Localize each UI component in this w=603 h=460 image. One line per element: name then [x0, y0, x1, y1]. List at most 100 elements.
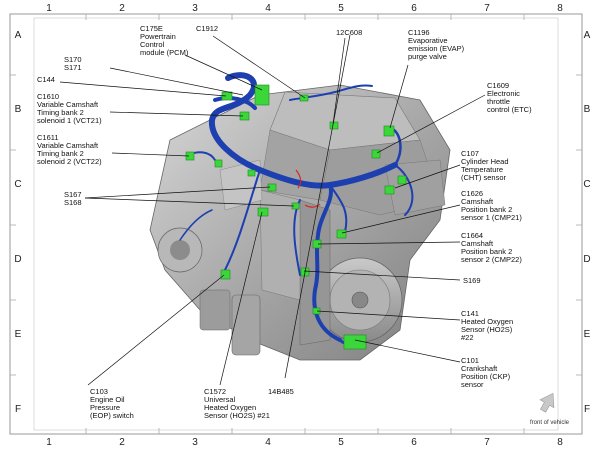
col-label-top: 2: [119, 3, 125, 14]
label-line: purge valve: [408, 52, 447, 61]
label-line: Sensor (HO2S): [461, 325, 513, 334]
grid-ticks: [10, 14, 582, 434]
label-line: C1611: [37, 133, 59, 142]
row-label-right: A: [584, 30, 591, 41]
label-line: Timing bank 2: [37, 149, 84, 158]
leader-lines: [59, 34, 486, 386]
label-line: Powertrain: [140, 32, 176, 41]
connector-cht[interactable]: [384, 185, 395, 195]
label-line: Evaporative: [408, 36, 448, 45]
label-line: C107: [461, 149, 479, 158]
label-line: Heated Oxygen: [204, 403, 256, 412]
callout-cht: C107 Cylinder Head Temperature (CHT) sen…: [461, 149, 509, 182]
callout-etc: C1609 Electronic throttle control (ETC): [487, 81, 532, 114]
label-line: Control: [140, 40, 165, 49]
callout-evap: C1196 Evaporative emission (EVAP) purge …: [408, 28, 465, 61]
label-line: module (PCM): [140, 48, 189, 57]
col-label-bottom: 6: [411, 437, 417, 448]
connector-evap-purge[interactable]: [383, 125, 395, 137]
callout-c1912: C1912: [196, 24, 218, 33]
label-line: C1664: [461, 231, 483, 240]
row-label-left: B: [15, 104, 22, 115]
label-line: sensor: [461, 380, 484, 389]
row-label-left: A: [15, 30, 22, 41]
label-line: Timing bank 2: [37, 108, 84, 117]
connector-12c608[interactable]: [329, 121, 339, 130]
left-row-markers: A B C D E F: [14, 30, 21, 415]
col-label-bottom: 1: [46, 437, 52, 448]
col-label-bottom: 5: [338, 437, 344, 448]
label-line: Position (CKP): [461, 372, 511, 381]
connector-eop[interactable]: [220, 269, 231, 280]
callout-eop: C103 Engine Oil Pressure (EOP) switch: [90, 387, 134, 420]
label-line: S171: [64, 63, 82, 72]
label-line: solenoid 2 (VCT22): [37, 157, 102, 166]
col-label-top: 4: [265, 3, 271, 14]
label-line: Universal: [204, 395, 236, 404]
label-line: Sensor (HO2S) #21: [204, 411, 270, 420]
row-label-right: E: [584, 329, 591, 340]
col-label-top: 1: [46, 3, 52, 14]
label-line: (CHT) sensor: [461, 173, 507, 182]
callout-ckp: C101 Crankshaft Position (CKP) sensor: [461, 356, 511, 389]
row-label-left: E: [15, 329, 22, 340]
col-label-bottom: 8: [557, 437, 563, 448]
label-line: solenoid 1 (VCT21): [37, 116, 102, 125]
inner-frame: [33, 17, 559, 431]
connector-etc[interactable]: [371, 149, 381, 159]
col-label-top: 6: [411, 3, 417, 14]
connector-c107[interactable]: [397, 175, 407, 185]
callout-cmp21: C1626 Camshaft Position bank 2 sensor 1 …: [461, 189, 522, 222]
label-line: Camshaft: [461, 239, 494, 248]
label-line: C175E: [140, 24, 163, 33]
connector-ho2s21[interactable]: [257, 207, 269, 217]
row-label-left: D: [14, 254, 21, 265]
label-line: Electronic: [487, 89, 520, 98]
label-line: #22: [461, 333, 474, 342]
label-line: Engine Oil: [90, 395, 125, 404]
label-line: Pressure: [90, 403, 120, 412]
connector-cmp21[interactable]: [336, 229, 347, 239]
label-line: C1626: [461, 189, 483, 198]
label-line: sensor 2 (CMP22): [461, 255, 522, 264]
top-column-markers: 1 2 3 4 5 6 7 8: [46, 3, 563, 14]
row-label-left: F: [15, 404, 21, 415]
label-line: control (ETC): [487, 105, 532, 114]
col-label-bottom: 4: [265, 437, 271, 448]
label-line: S167: [64, 190, 82, 199]
connector-c1912[interactable]: [299, 94, 309, 102]
label-line: C1196: [408, 28, 430, 37]
callout-s167: S167 S168: [64, 190, 82, 207]
callout-vct21: C1610 Variable Camshaft Timing bank 2 so…: [37, 92, 102, 125]
label-line: sensor 1 (CMP21): [461, 213, 522, 222]
connector-aux[interactable]: [214, 159, 223, 168]
col-label-bottom: 2: [119, 437, 125, 448]
col-label-top: 8: [557, 3, 563, 14]
col-label-top: 7: [484, 3, 490, 14]
arrow-icon: [539, 392, 555, 413]
label-line: C101: [461, 356, 479, 365]
callout-ho2s22: C141 Heated Oxygen Sensor (HO2S) #22: [461, 309, 513, 342]
label-line: S168: [64, 198, 82, 207]
label-line: C141: [461, 309, 479, 318]
callout-c144: C144: [37, 75, 55, 84]
connector-pcm[interactable]: [254, 84, 270, 106]
label-line: Variable Camshaft: [37, 100, 99, 109]
row-label-right: F: [584, 404, 590, 415]
col-label-bottom: 3: [192, 437, 198, 448]
col-label-bottom: 7: [484, 437, 490, 448]
label-line: (EOP) switch: [90, 411, 134, 420]
front-of-vehicle-label: front of vehicle: [530, 420, 570, 426]
row-label-left: C: [14, 179, 21, 190]
label-line: Heated Oxygen: [461, 317, 513, 326]
label-line: Cylinder Head: [461, 157, 509, 166]
connector-s167[interactable]: [267, 183, 277, 192]
bottom-column-markers: 1 2 3 4 5 6 7 8: [46, 437, 563, 448]
connector-aux[interactable]: [247, 169, 256, 177]
col-label-top: 3: [192, 3, 198, 14]
label-line: throttle: [487, 97, 510, 106]
connector-ckp[interactable]: [343, 334, 367, 350]
label-line: C1572: [204, 387, 226, 396]
callout-pcm: C175E Powertrain Control module (PCM): [140, 24, 189, 57]
